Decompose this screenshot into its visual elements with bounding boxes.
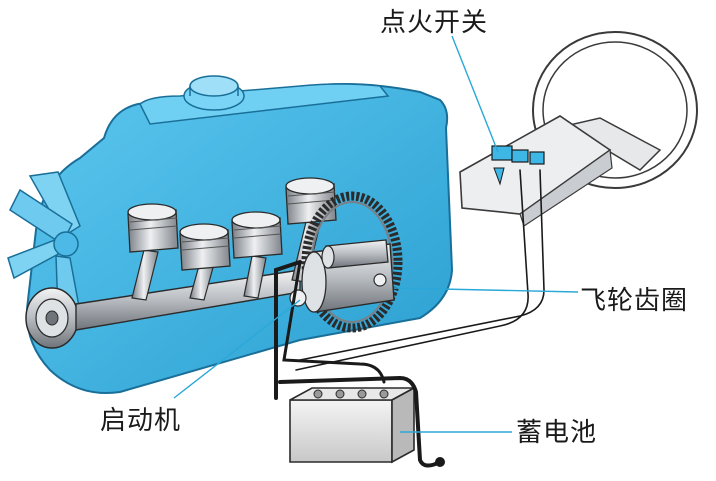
ignition-switch-label: 点火开关: [380, 8, 489, 38]
flywheel-ring-gear-label: 飞轮齿圈: [580, 286, 689, 316]
ignition-switch: [491, 145, 545, 186]
leader-ignition-switch: [451, 35, 499, 153]
leader-flywheel-ring-gear: [393, 287, 579, 293]
starter-motor-label: 启动机: [100, 406, 182, 436]
cables: [274, 169, 545, 468]
piston-2: [179, 223, 231, 301]
leader-starter-motor: [173, 299, 301, 399]
starter-motor: [289, 239, 395, 313]
battery-ground-terminal: [435, 457, 445, 467]
piston-3: [231, 211, 283, 299]
leader-lines: [173, 35, 579, 433]
piston-1: [127, 203, 179, 301]
battery: [289, 386, 415, 464]
crankshaft-pulley: [25, 287, 79, 349]
battery-label: 蓄电池: [516, 418, 598, 448]
